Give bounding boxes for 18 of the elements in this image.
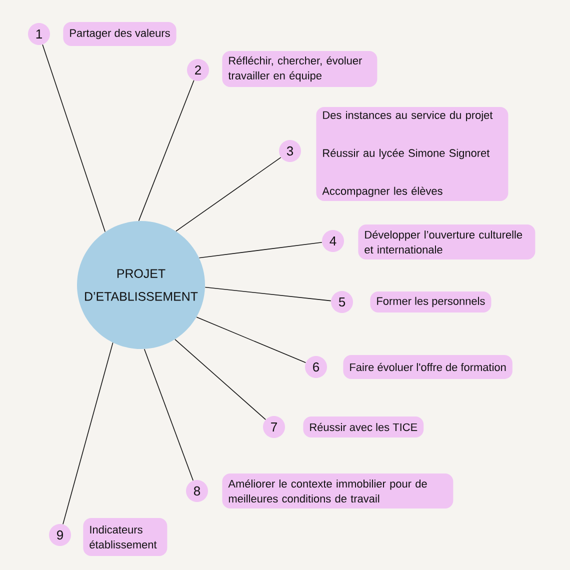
label-box: Réussir avec les TICE [303, 416, 424, 438]
connector-line [198, 242, 322, 258]
label-box: Indicateurs établissement [83, 518, 168, 556]
label-box: Faire évoluer l'offre de formation [343, 355, 512, 379]
label-box: Développer l’ouverture culturelle et internationale [358, 224, 536, 260]
connector-line [144, 348, 194, 481]
connector-line [62, 342, 114, 525]
label-box: Partager des valeurs [63, 22, 176, 46]
connector-line [42, 44, 106, 232]
connector-line [138, 80, 194, 222]
connector-line [204, 286, 332, 302]
label-box: Améliorer le contexte immobilier pour de meilleures conditions de travail [222, 474, 454, 508]
label-box: Réfléchir, chercher, évoluer travailler en équipe [222, 51, 378, 87]
label-box: Des instances au service du projet Réussir au lycée Simone Signoret Accompagner les élèves [316, 107, 508, 201]
connector-line [176, 157, 282, 232]
label-box: Former les personnels [370, 292, 492, 312]
connector-line [196, 316, 306, 364]
connector-line [174, 339, 266, 420]
